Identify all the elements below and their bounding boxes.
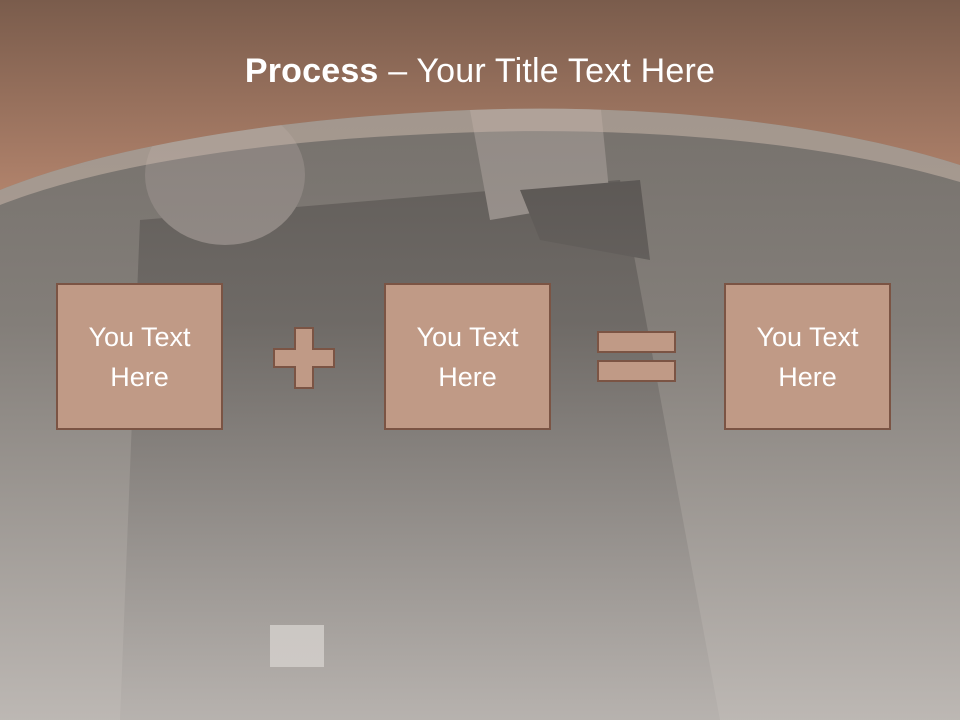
title-separator: –	[378, 52, 417, 90]
header-band	[0, 0, 960, 205]
process-box-3-label: You Text Here	[756, 321, 859, 392]
process-box-1: You Text Here	[56, 283, 223, 430]
title-bold: Process	[244, 52, 379, 90]
title-rest: Your Title Text Here	[416, 52, 716, 90]
slide-title: Process – Your Title Text Here	[0, 52, 960, 91]
process-box-3: You Text Here	[724, 283, 891, 430]
equals-icon	[597, 331, 676, 382]
process-box-2-label: You Text Here	[416, 321, 519, 392]
process-box-1-label: You Text Here	[88, 321, 191, 392]
process-box-2: You Text Here	[384, 283, 551, 430]
plus-icon	[273, 327, 335, 389]
